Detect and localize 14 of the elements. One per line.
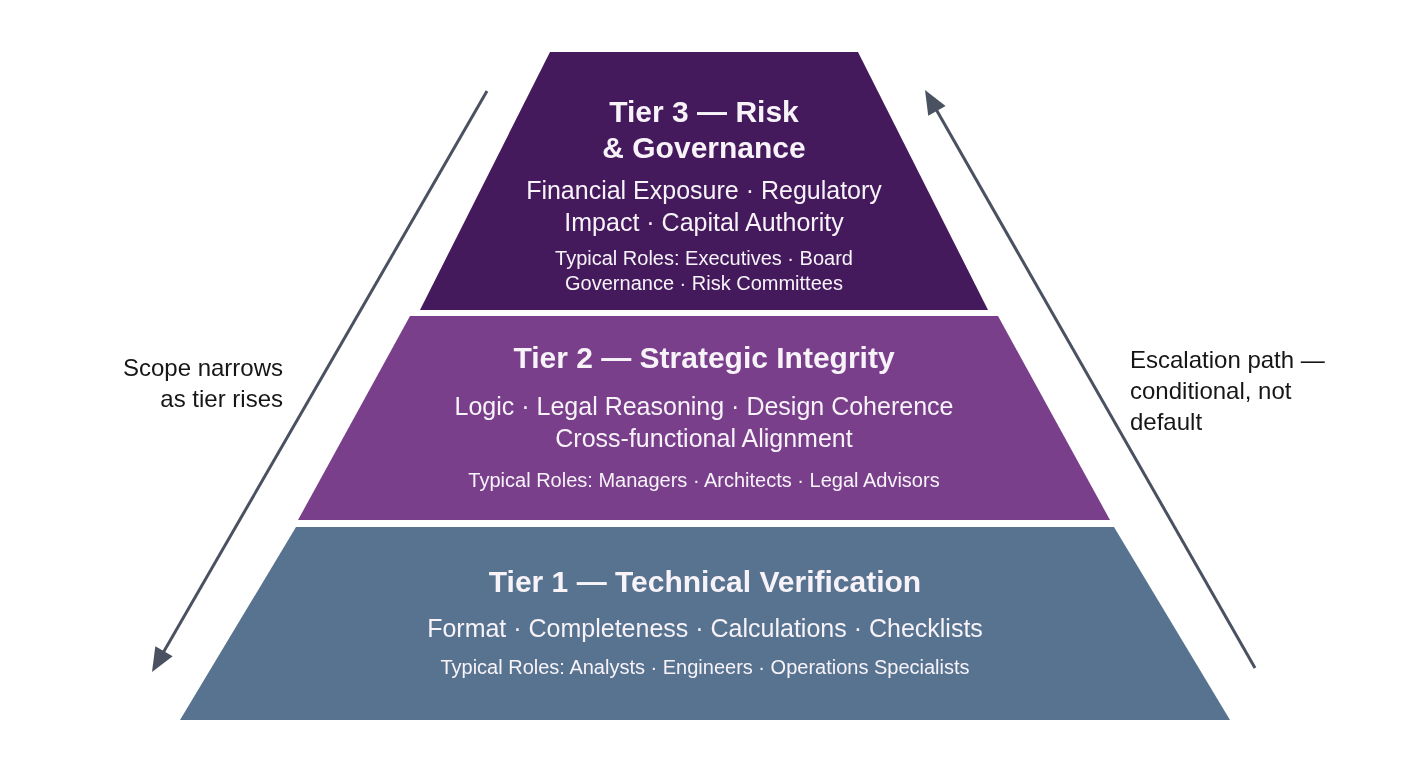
tier-heading: Tier 1 — Technical Verification [488, 564, 922, 600]
pyramid-tier [420, 52, 988, 310]
tier-typical-roles: Typical Roles: Analysts · Engineers · Operations Specialists [440, 655, 970, 680]
pyramid-tier [298, 316, 1110, 520]
annotation-text: Scope narrows as tier rises [121, 353, 283, 414]
tier-typical-roles: Typical Roles: Managers · Architects · Legal Advisors [468, 468, 940, 493]
pyramid-tier [180, 527, 1230, 720]
tier-focus-areas: Logic · Legal Reasoning · Design Coherence Cross-functional Alignment [434, 390, 974, 454]
tier-typical-roles: Typical Roles: Executives · Board Governance · Risk Committees [554, 246, 854, 296]
tier-focus-areas: Financial Exposure · Regulatory Impact · Capital Authority [494, 174, 914, 238]
annotation-text: Escalation path — conditional, not default [1130, 345, 1326, 437]
tier-heading: Tier 2 — Strategic Integrity [513, 340, 895, 376]
tier-focus-areas: Format · Completeness · Calculations · Checklists [427, 612, 983, 644]
tier-heading: Tier 3 — Risk & Governance [601, 94, 807, 166]
